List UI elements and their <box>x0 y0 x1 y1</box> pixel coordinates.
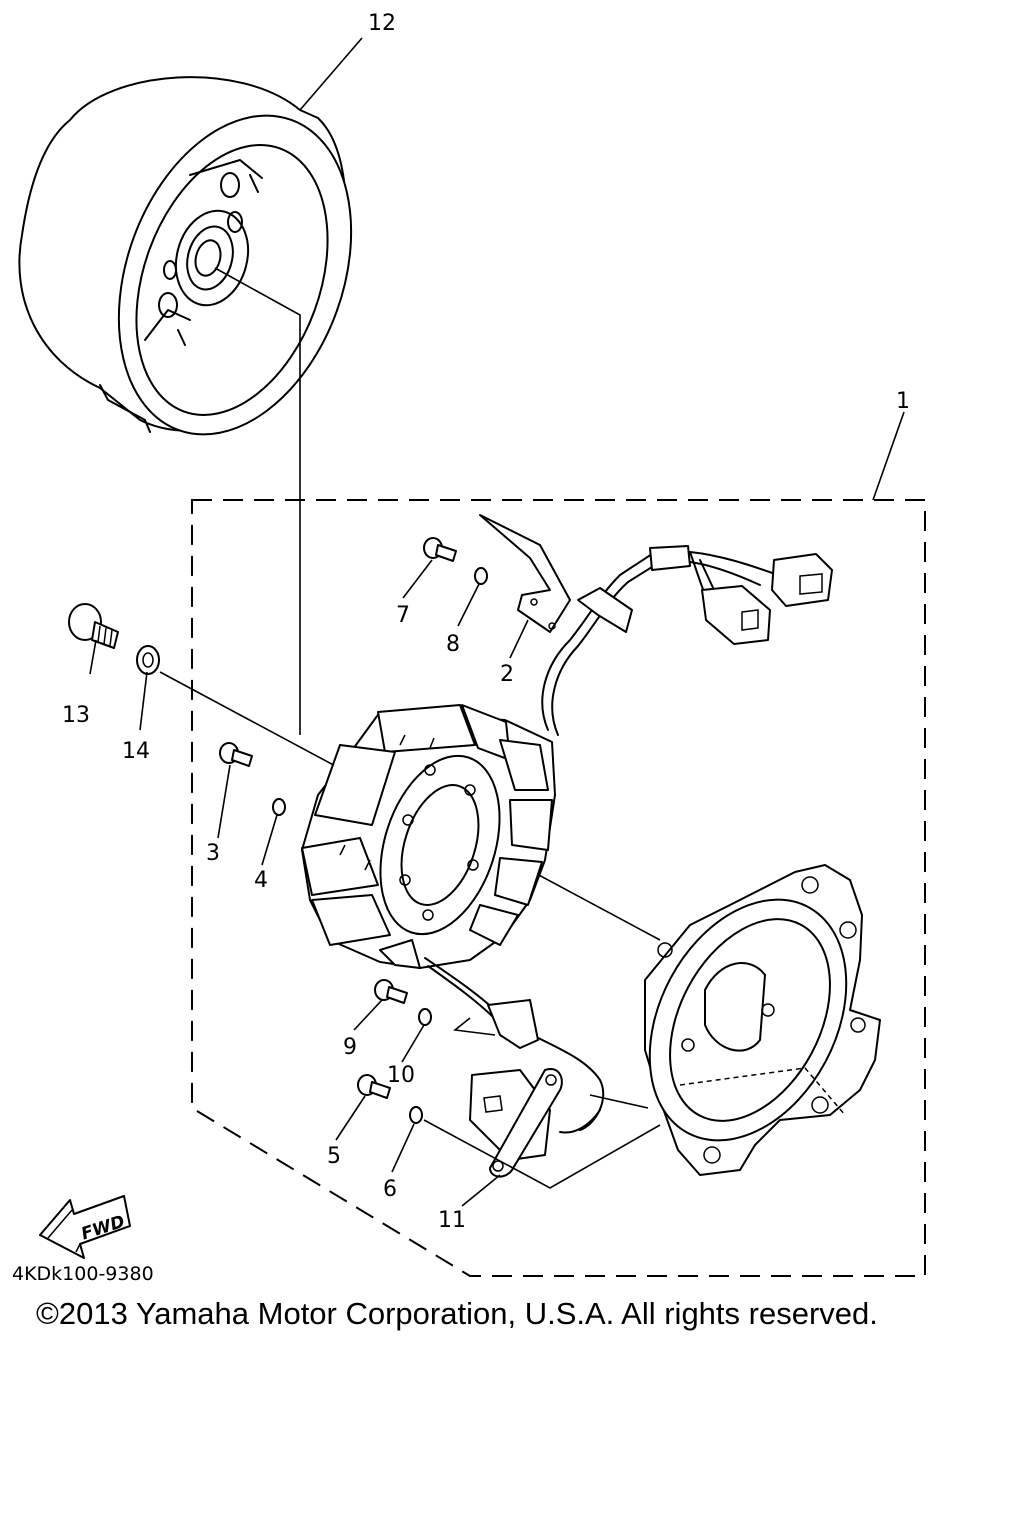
housing-link-line <box>589 1094 649 1109</box>
callout-10: 10 <box>387 1063 415 1088</box>
wiring-harness <box>541 545 833 736</box>
callout-2: 2 <box>500 662 514 687</box>
callout-3: 3 <box>206 841 220 866</box>
stator-coil <box>301 704 556 969</box>
callout-7: 7 <box>396 603 410 628</box>
pickup-coil-11 <box>424 957 605 1178</box>
callout-8: 8 <box>446 632 460 657</box>
callout-13: 13 <box>62 703 90 728</box>
rotor-alignment-line <box>214 267 301 735</box>
screw-5 <box>357 1074 391 1099</box>
fwd-arrow-icon: FWD <box>39 1195 131 1259</box>
washer-6-line <box>423 1119 661 1189</box>
bolt-13 <box>68 603 119 649</box>
callout-1: 1 <box>896 389 910 414</box>
screw-9 <box>374 979 408 1004</box>
callout-14: 14 <box>122 739 150 764</box>
callout-11: 11 <box>438 1208 466 1233</box>
screw-3 <box>219 742 253 767</box>
callout-6: 6 <box>383 1177 397 1202</box>
callout-5: 5 <box>327 1144 341 1169</box>
washer-8 <box>474 567 488 585</box>
assembly-boundary <box>191 499 926 1277</box>
copyright-notice: ©2013 Yamaha Motor Corporation, U.S.A. A… <box>36 1296 878 1331</box>
washer-6 <box>409 1106 423 1124</box>
callout-12: 12 <box>368 11 396 36</box>
callout-9: 9 <box>343 1035 357 1060</box>
diagram-code: 4KDk100-9380 <box>12 1263 154 1285</box>
flywheel-rotor <box>18 76 353 436</box>
wire-clamp-2 <box>479 514 571 633</box>
callout-4: 4 <box>254 868 268 893</box>
stator-housing <box>644 864 881 1176</box>
washer-10-line <box>453 1017 496 1036</box>
screw-7 <box>423 537 457 562</box>
washer-10 <box>418 1008 432 1026</box>
washer-14 <box>136 645 160 675</box>
callout-leaders <box>89 37 905 1207</box>
washer-4 <box>272 798 286 816</box>
